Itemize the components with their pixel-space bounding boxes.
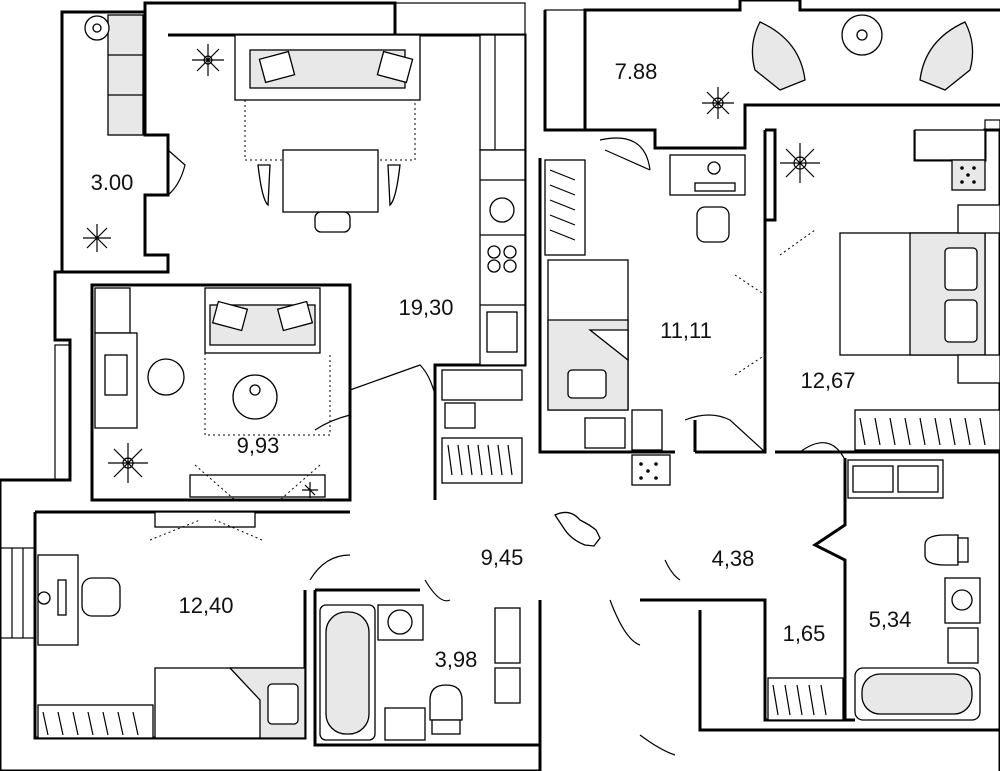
room-area-living-kitchen: 19,30 [398, 295, 453, 320]
windows [0, 2, 1000, 639]
left-bedroom-furniture [37, 511, 306, 739]
room-area-corridor: 4,38 [712, 546, 755, 571]
left-balcony-furniture [83, 14, 144, 252]
living-furniture [192, 34, 526, 366]
bathroom-fixtures [319, 604, 521, 741]
room-area-balcony-top: 7.88 [615, 59, 658, 84]
study-furniture [94, 287, 331, 501]
right-bedroom-furniture [779, 129, 1000, 451]
center-bedroom-furniture [544, 154, 766, 486]
room-area-wc-storage: 1,65 [783, 621, 826, 646]
doors [167, 137, 846, 756]
room-area-bathroom-right: 5,34 [869, 607, 912, 632]
cat-illustration [554, 511, 601, 547]
right-bathroom-fixtures [847, 459, 981, 721]
room-area-bathroom: 3,98 [435, 647, 478, 672]
room-labels: 3.00 7.88 19,30 9,93 11,11 12,67 9,45 4,… [91, 59, 912, 672]
room-area-bedroom-study: 9,93 [237, 433, 280, 458]
room-area-bedroom-right: 12,67 [800, 368, 855, 393]
room-area-bedroom-left: 12,40 [178, 593, 233, 618]
storage-fixtures [767, 677, 844, 721]
room-area-balcony-left: 3.00 [91, 170, 134, 195]
room-area-bedroom-center: 11,11 [660, 318, 712, 343]
top-balcony-furniture [702, 14, 974, 119]
hall-closet [441, 369, 523, 484]
room-area-hall: 9,45 [481, 545, 524, 570]
